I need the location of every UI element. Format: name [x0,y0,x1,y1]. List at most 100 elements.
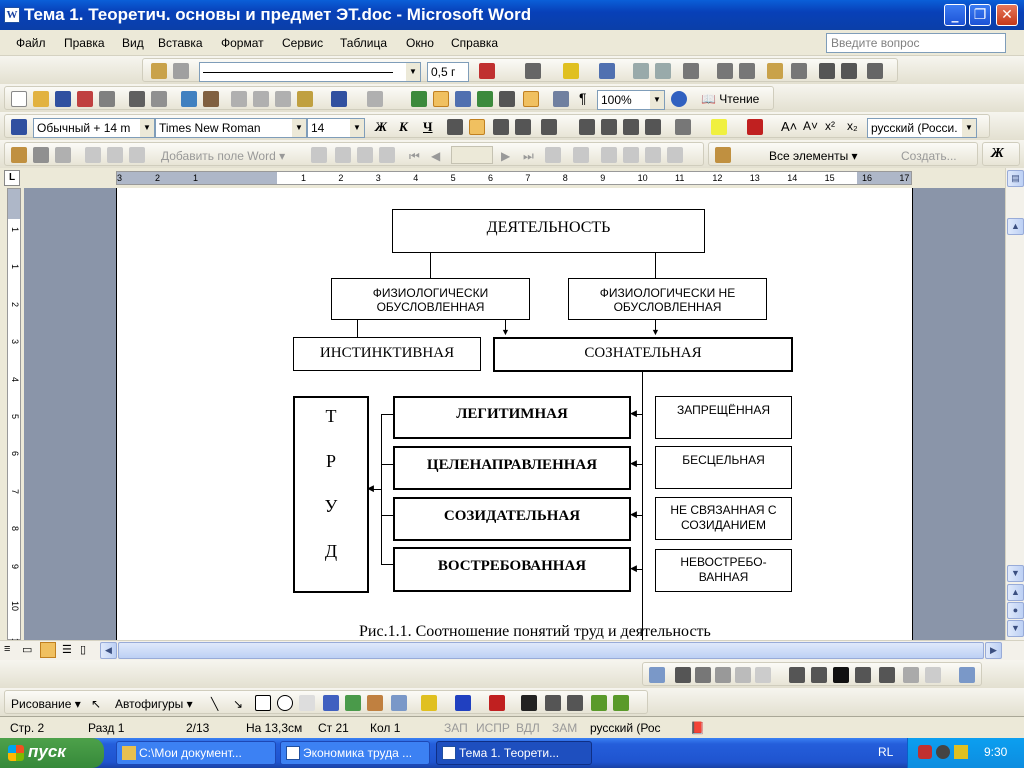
distribute-columns-icon[interactable] [739,63,755,79]
previous-page-button[interactable]: ▲ [1007,584,1024,601]
print-layout-icon[interactable] [40,642,56,658]
paste-icon[interactable] [275,91,291,107]
line-color-icon[interactable] [455,695,471,711]
next-record-icon[interactable]: ▶ [501,149,511,163]
autosum-icon[interactable] [867,63,883,79]
line-width-select[interactable]: 0,5 г [427,62,469,82]
check-errors-icon[interactable] [573,147,589,163]
browse-object-button[interactable]: ● [1007,602,1024,619]
distribute-rows-icon[interactable] [717,63,733,79]
subscript-icon[interactable]: x₂ [847,119,858,133]
clip-art-icon[interactable] [367,695,383,711]
font-color-icon-2[interactable] [489,695,505,711]
select-objects-icon[interactable]: ↖ [91,697,102,711]
underline-button[interactable]: Ч [423,119,433,134]
help-icon[interactable] [671,91,687,107]
insert-merge-fields-icon[interactable] [129,147,145,163]
menu-view[interactable]: Вид [122,36,144,50]
print-icon[interactable] [129,91,145,107]
scroll-down-button[interactable]: ▼ [1007,565,1024,582]
rectangle-icon[interactable] [255,695,271,711]
undo-icon[interactable] [331,91,347,107]
horizontal-scroll-thumb[interactable] [118,642,984,659]
copy-icon[interactable] [253,91,269,107]
tray-icon-1[interactable] [918,745,932,759]
open-icon[interactable] [33,91,49,107]
status-overtype[interactable]: ЗАМ [552,721,578,735]
scroll-left-button[interactable]: ◀ [100,642,117,659]
fill-color-icon[interactable] [421,695,437,711]
borders-icon[interactable] [525,63,541,79]
border-color-icon[interactable] [479,63,495,79]
all-elements-select[interactable]: Все элементы ▾ [769,149,858,163]
merge-to-email-icon[interactable] [645,147,661,163]
decrease-indent-icon[interactable] [623,119,639,135]
spelling-status-icon[interactable]: 📕 [690,721,705,735]
diagram-icon[interactable] [345,695,361,711]
line-style-icon[interactable] [833,667,849,683]
compress-icon[interactable] [855,667,871,683]
tables-borders-icon[interactable] [433,91,449,107]
line-style-select[interactable]: ▼ [199,62,421,82]
open-data-source-icon[interactable] [33,147,49,163]
align-center-icon[interactable] [469,119,485,135]
task-folder[interactable]: С:\Мои документ... [116,741,276,765]
reset-picture-icon[interactable] [959,667,975,683]
box-non-physiological[interactable]: ФИЗИОЛОГИЧЕСКИ НЕ ОБУСЛОВЛЕННАЯ [568,278,767,320]
insert-address-icon[interactable] [85,147,101,163]
insert-table-icon[interactable] [599,63,615,79]
vertical-scrollbar[interactable]: ▤ ▲ ▼ ▲ ● ▼ [1005,168,1024,640]
recipients-icon[interactable] [55,147,71,163]
task-word-active[interactable]: Тема 1. Теорети... [436,741,592,765]
menu-file[interactable]: Файл [16,36,46,50]
menu-tools[interactable]: Сервис [282,36,324,50]
menu-help[interactable]: Справка [451,36,499,50]
reading-view-icon[interactable]: ▯ [80,644,87,656]
box-creative[interactable]: СОЗИДАТЕЛЬНАЯ [393,497,631,541]
outside-border-icon[interactable] [675,119,691,135]
table-autoformat-icon[interactable] [767,63,783,79]
bold-button[interactable]: Ж [375,119,387,134]
oval-icon[interactable] [277,695,293,711]
permission-icon[interactable] [77,91,93,107]
merge-to-document-icon[interactable] [601,147,617,163]
find-entry-icon[interactable] [545,147,561,163]
status-track-changes[interactable]: ИСПР [476,721,510,735]
box-forbidden[interactable]: ЗАПРЕЩЁННАЯ [655,396,792,439]
language-indicator[interactable]: RL [878,745,894,759]
print-preview-icon[interactable] [151,91,167,107]
line-icon[interactable]: ╲ [211,697,219,711]
styles-pane-icon[interactable] [11,119,27,135]
box-not-creative[interactable]: НЕ СВЯЗАННАЯ С СОЗИДАНИЕМ [655,497,792,540]
font-select[interactable]: Times New Roman▼ [155,118,307,138]
propagate-labels-icon[interactable] [379,147,395,163]
insert-picture-icon[interactable] [649,667,665,683]
save-icon[interactable] [55,91,71,107]
format-picture-icon[interactable] [903,667,919,683]
text-direction-icon[interactable] [791,63,807,79]
grow-font-icon[interactable]: A˄ [781,119,798,134]
document-page[interactable]: ДЕЯТЕЛЬНОСТЬ ФИЗИОЛОГИЧЕСКИ ОБУСЛОВЛЕННА… [116,188,913,640]
format-painter-icon[interactable] [297,91,313,107]
minimize-button[interactable]: _ [944,4,966,26]
shrink-font-icon[interactable]: A˅ [803,119,819,133]
record-number-input[interactable] [451,146,493,164]
font-size-select[interactable]: 14▼ [307,118,365,138]
more-brightness-icon[interactable] [735,667,751,683]
line-spacing-icon[interactable] [541,119,557,135]
text-box-icon[interactable] [299,695,315,711]
task-word-economics[interactable]: Экономика труда ... [280,741,430,765]
box-activity[interactable]: ДЕЯТЕЛЬНОСТЬ [392,209,705,253]
merge-to-printer-icon[interactable] [623,147,639,163]
zoom-select[interactable]: 100%▼ [597,90,665,110]
tab-selector[interactable]: L [4,170,20,186]
wordart-icon[interactable] [323,695,339,711]
create-style-button[interactable]: Создать... [901,149,957,163]
email-icon[interactable] [99,91,115,107]
research-icon[interactable] [203,91,219,107]
tray-icon-2[interactable] [936,745,950,759]
align-right-icon[interactable] [493,119,509,135]
crop-icon[interactable] [789,667,805,683]
box-physiological[interactable]: ФИЗИОЛОГИЧЕСКИ ОБУСЛОВЛЕННАЯ [331,278,530,320]
picture-icon[interactable] [391,695,407,711]
